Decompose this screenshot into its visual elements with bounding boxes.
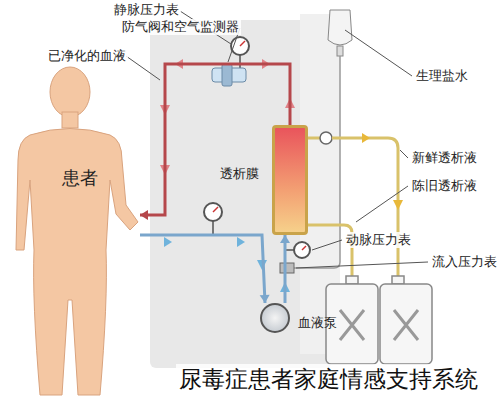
fresh-dialysate-line [332,138,398,282]
patient-label: 患者 [62,170,98,186]
dialysate-jerricans [326,276,432,364]
air-detector-valve [212,64,246,86]
dialyzer-label: 透析膜 [220,166,259,182]
gauge-label: 动脉压力表 [344,232,413,248]
blood-pump-label: 血液泵 [298,315,337,331]
patient-node: 患者 [10,70,140,390]
saline-label: 生理盐水 [414,68,470,84]
blood-tube [140,235,270,303]
dialysate-label: 陈旧透析液 [410,178,479,194]
gauge-label: 流入压力表 [430,254,499,270]
inflow-gauge [286,242,310,258]
blood-pump-node: 血液泵 [260,303,290,333]
dialysate-label: 新鲜透析液 [410,150,479,166]
blood-tube [140,64,290,220]
valve-label: 防气阀和空气监测器 [120,19,241,35]
patient-figure [16,67,138,395]
blood-label: 已净化的血液 [46,48,128,64]
blood-tube [280,235,290,303]
caption: 尿毒症患者家庭情感支持系统 [176,364,481,394]
gauge-label: 静脉压力表 [112,2,181,18]
leader-lines [126,11,428,268]
arterial-gauge [204,203,222,235]
dialyzer-node: 透析膜 [272,125,308,235]
